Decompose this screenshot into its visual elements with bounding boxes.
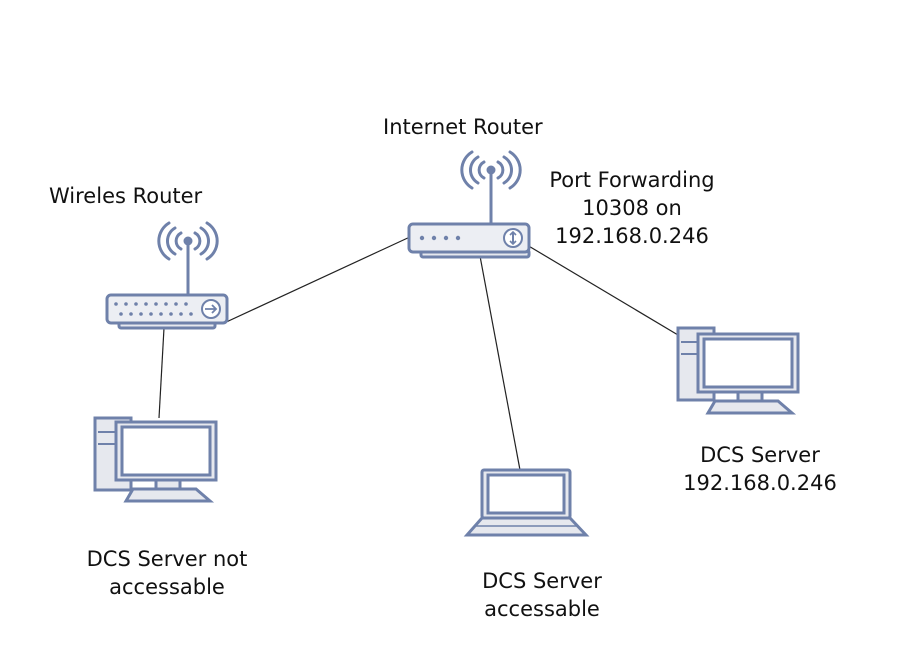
- dcs-accessible-line-2: accessable: [484, 597, 600, 621]
- desktop-computer-icon: [93, 416, 218, 503]
- dcs-not-accessible-line-1: DCS Server not: [86, 547, 248, 571]
- dcs-accessible-line-1: DCS Server: [482, 569, 602, 593]
- dcs-server-title: DCS Server: [700, 443, 820, 467]
- wireless-router-label: Wireles Router: [49, 184, 203, 208]
- dcs-server-label: DCS Server 192.168.0.246: [662, 441, 858, 497]
- laptop-icon: [463, 468, 590, 537]
- link-wireless-to-internet: [221, 235, 413, 325]
- port-forwarding-line-1: Port Forwarding: [549, 168, 715, 192]
- port-forwarding-note: Port Forwarding 10308 on 192.168.0.246: [535, 166, 729, 250]
- internet-router-label: Internet Router: [383, 115, 543, 139]
- dcs-server-ip: 192.168.0.246: [683, 471, 837, 495]
- desktop-computer-icon: [676, 326, 800, 415]
- wifi-antenna-icon: [157, 221, 219, 298]
- wireless-router-icon: [105, 221, 229, 330]
- link-wireless-to-desktop: [158, 327, 165, 419]
- internet-router-icon: [407, 150, 531, 259]
- wifi-antenna-icon: [460, 150, 522, 226]
- connections: [158, 235, 679, 471]
- link-internet-to-laptop: [479, 255, 521, 471]
- port-forwarding-line-3: 192.168.0.246: [555, 224, 709, 248]
- dcs-accessible-label: DCS Server accessable: [462, 567, 622, 623]
- dcs-not-accessible-line-2: accessable: [109, 575, 225, 599]
- link-internet-to-dcs-server: [526, 244, 679, 336]
- port-forwarding-line-2: 10308 on: [582, 196, 682, 220]
- dcs-not-accessible-label: DCS Server not accessable: [66, 545, 268, 601]
